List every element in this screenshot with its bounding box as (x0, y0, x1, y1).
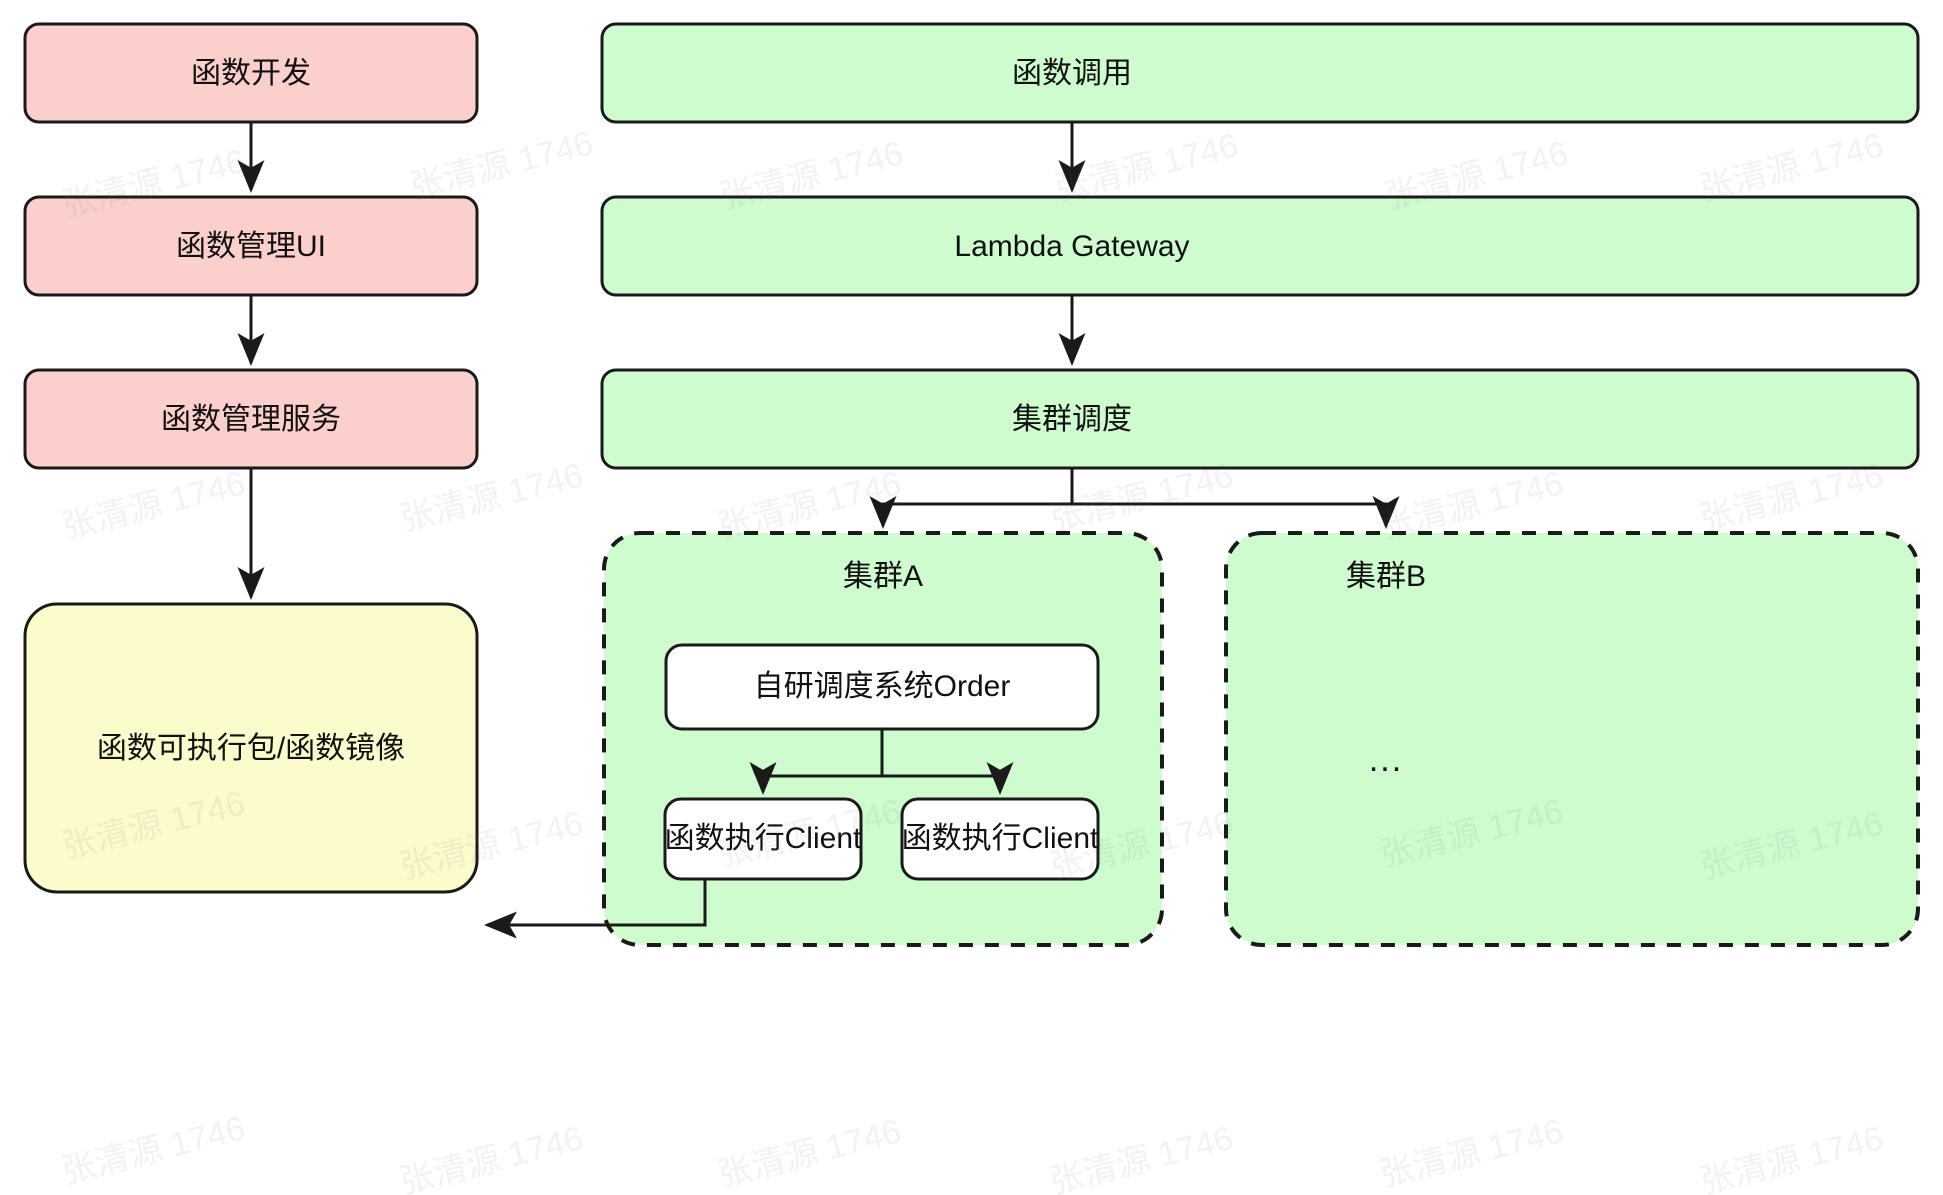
cluster-a-label: 集群A (843, 560, 923, 593)
node-lambda-gateway-label: Lambda Gateway (954, 230, 1189, 263)
node-fn-artifact-label: 函数可执行包/函数镜像 (97, 732, 405, 765)
node-lambda-gateway-box[interactable] (600, 195, 1920, 297)
node-fn-dev-label: 函数开发 (191, 57, 311, 90)
edge-order-sched-to-fn-client-1 (749, 729, 884, 795)
node-fn-mgmt-ui-box[interactable] (23, 195, 479, 297)
node-order-scheduler-label: 自研调度系统Order (754, 670, 1011, 703)
node-fn-artifact[interactable]: 函数可执行包/函数镜像 (23, 602, 479, 894)
node-fn-mgmt-service-label: 函数管理服务 (161, 403, 341, 436)
edge-cluster-sched-to-cluster-b (1072, 496, 1400, 529)
cluster-b-box[interactable] (1224, 531, 1920, 947)
edge-order-sched-to-fn-client-2 (882, 762, 1014, 795)
edge-fn-client-1-to-fn-artifact (484, 879, 707, 939)
node-fn-client-2-label: 函数执行Client (902, 822, 1099, 855)
node-fn-mgmt-ui[interactable]: 函数管理UI (23, 195, 479, 297)
node-fn-artifact-box[interactable] (23, 602, 479, 894)
node-lambda-gateway[interactable]: Lambda Gateway (600, 195, 1920, 297)
node-fn-client-2[interactable]: 函数执行Client (900, 797, 1100, 881)
node-order-scheduler-box[interactable] (664, 643, 1100, 731)
node-fn-dev-box[interactable] (23, 22, 479, 124)
cluster-b-label: 集群B (1346, 560, 1426, 593)
node-fn-client-1-label: 函数执行Client (665, 822, 862, 855)
node-fn-mgmt-ui-label: 函数管理UI (176, 230, 326, 263)
cluster-b-group: 集群B ... (1224, 531, 1920, 947)
node-fn-invoke-box[interactable] (600, 22, 1920, 124)
node-fn-invoke-label: 函数调用 (1012, 57, 1132, 90)
node-fn-client-2-box[interactable] (900, 797, 1100, 881)
node-order-scheduler[interactable]: 自研调度系统Order (664, 643, 1100, 731)
node-fn-client-1-box[interactable] (663, 797, 863, 881)
node-fn-mgmt-service[interactable]: 函数管理服务 (23, 368, 479, 470)
node-cluster-scheduler[interactable]: 集群调度 (600, 368, 1920, 470)
node-fn-dev[interactable]: 函数开发 (23, 22, 479, 124)
node-fn-client-1[interactable]: 函数执行Client (663, 797, 863, 881)
cluster-b-placeholder: ... (1369, 741, 1403, 779)
node-cluster-scheduler-label: 集群调度 (1012, 403, 1132, 436)
node-fn-mgmt-service-box[interactable] (23, 368, 479, 470)
node-cluster-scheduler-box[interactable] (600, 368, 1920, 470)
node-fn-invoke[interactable]: 函数调用 (600, 22, 1920, 124)
edges-group (237, 122, 1400, 939)
edge-cluster-sched-to-cluster-a (869, 468, 1074, 529)
